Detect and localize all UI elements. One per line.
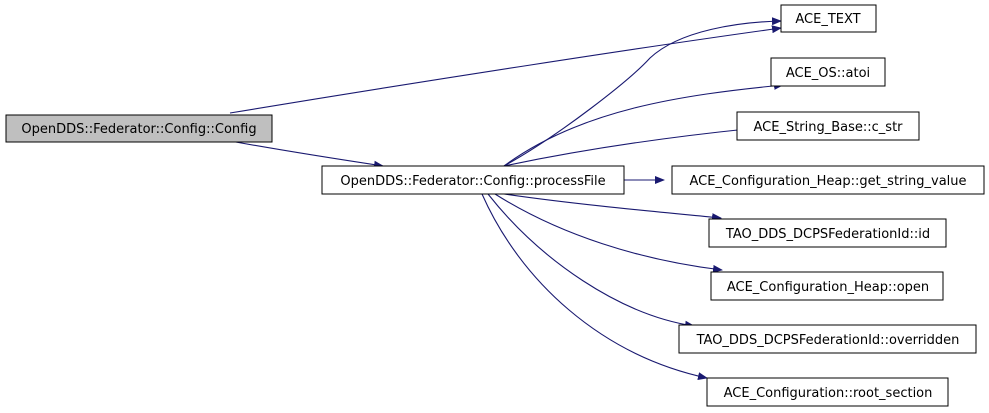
node-ace-text-label: ACE_TEXT xyxy=(795,12,860,27)
edge-processfile-to-cstr xyxy=(503,125,748,167)
edge-processfile-to-open xyxy=(494,193,723,273)
node-federation-id[interactable]: TAO_DDS_DCPSFederationId::id xyxy=(708,218,947,248)
node-federation-id-overridden-label: TAO_DDS_DCPSFederationId::overridden xyxy=(696,333,960,348)
edge-processfile-to-atoi xyxy=(503,81,784,167)
edge-processfile-to-overridden xyxy=(487,193,695,329)
node-ace-string-base-c-str-label: ACE_String_Base::c_str xyxy=(753,120,903,135)
node-configuration-root-section-label: ACE_Configuration::root_section xyxy=(724,386,933,401)
node-processfile-label: OpenDDS::Federator::Config::processFile xyxy=(340,174,605,189)
node-ace-string-base-c-str[interactable]: ACE_String_Base::c_str xyxy=(736,111,920,141)
node-configuration-heap-open[interactable]: ACE_Configuration_Heap::open xyxy=(710,271,944,301)
nodes: OpenDDS::Federator::Config::Config OpenD… xyxy=(5,4,985,407)
node-get-string-value-label: ACE_Configuration_Heap::get_string_value xyxy=(689,174,966,189)
edge-processfile-to-id xyxy=(503,193,722,222)
node-get-string-value[interactable]: ACE_Configuration_Heap::get_string_value xyxy=(671,165,985,195)
node-ace-os-atoi-label: ACE_OS::atoi xyxy=(786,66,870,81)
node-processfile[interactable]: OpenDDS::Federator::Config::processFile xyxy=(321,165,625,195)
edges xyxy=(229,17,784,381)
node-config-config-label: OpenDDS::Federator::Config::Config xyxy=(21,122,256,137)
node-federation-id-label: TAO_DDS_DCPSFederationId::id xyxy=(725,227,930,242)
edge-config-to-processfile xyxy=(229,140,384,169)
edge-processfile-to-root-section xyxy=(481,193,708,381)
node-ace-os-atoi[interactable]: ACE_OS::atoi xyxy=(770,57,886,87)
edge-config-to-ace-text xyxy=(229,25,782,114)
node-configuration-root-section[interactable]: ACE_Configuration::root_section xyxy=(706,377,949,407)
edge-processfile-to-ace-text xyxy=(503,17,782,167)
node-ace-text[interactable]: ACE_TEXT xyxy=(780,4,877,33)
node-federation-id-overridden[interactable]: TAO_DDS_DCPSFederationId::overridden xyxy=(678,324,977,354)
node-configuration-heap-open-label: ACE_Configuration_Heap::open xyxy=(727,280,929,295)
node-config-config[interactable]: OpenDDS::Federator::Config::Config xyxy=(5,114,273,143)
